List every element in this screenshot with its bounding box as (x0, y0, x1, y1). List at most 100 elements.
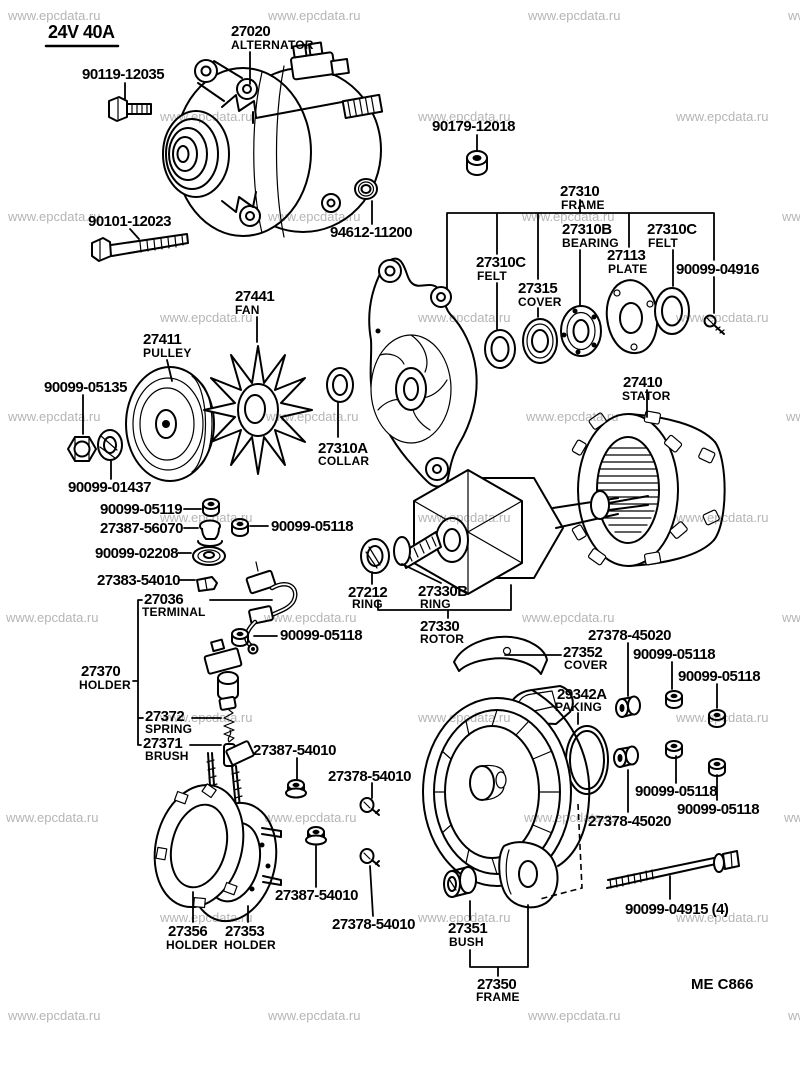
part-label-27410: 27410 (623, 374, 662, 391)
part-label-27383-54010: 27383-54010 (97, 572, 180, 589)
part-drawing-felt-right (654, 287, 690, 335)
part-label-90099-05119: 90099-05119 (100, 501, 182, 518)
part-drawing-nut-27387-lower (305, 826, 327, 846)
part-drawing-packing (565, 725, 609, 795)
part-label-27370: 27370 (81, 663, 120, 680)
part-drawing-bearing (560, 305, 602, 357)
watermark: www.epcdata.ru (675, 310, 769, 325)
part-label-90099-02208: 90099-02208 (95, 545, 178, 562)
watermark: www.epcdata.ru (783, 810, 800, 825)
part-label-90099-04915: 90099-04915 (4) (625, 901, 729, 918)
part-drawing-washer-02208 (192, 546, 226, 566)
part-drawing-clip-27383 (196, 576, 218, 592)
part-drawing-bush-27351 (443, 866, 477, 898)
part-label-27330: 27330 (420, 618, 459, 635)
watermark: www.epcdata.ru (417, 910, 511, 925)
watermark: www.epcdata.ru (785, 409, 800, 424)
watermark: www.epcdata.ru (267, 8, 361, 23)
part-drawing-bolt-90119 (108, 96, 152, 122)
spec-label: 24V 40A (48, 22, 115, 42)
part-label-27350: 27350 (477, 976, 516, 993)
part-name-terminal: TERMINAL (142, 605, 206, 619)
part-label-27310A: 27310A (318, 440, 368, 457)
part-label-27387-54010-upper: 27387-54010 (253, 742, 336, 759)
part-label-27310C-left: 27310C (476, 254, 526, 271)
watermark: www.epcdata.ru (5, 810, 99, 825)
part-name-rotor: ROTOR (420, 632, 464, 646)
watermark: www.epcdata.ru (675, 710, 769, 725)
part-drawing-front-frame (368, 257, 478, 488)
part-name-spring: SPRING (145, 722, 192, 736)
part-label-29342A: 29342A (557, 686, 607, 703)
watermark: www.epcdata.ru (527, 1008, 621, 1023)
watermark: www.epcdata.ru (159, 510, 253, 525)
part-drawing-nut-27387-upper (285, 779, 307, 799)
part-label-90101-12023: 90101-12023 (88, 213, 171, 230)
part-label-27310C-right: 27310C (647, 221, 697, 238)
part-label-27371: 27371 (143, 735, 182, 752)
part-name-brush: BRUSH (145, 749, 189, 763)
part-name-plate: PLATE (608, 262, 647, 276)
watermark: www.epcdata.ru (159, 910, 253, 925)
part-label-90099-05118-1: 90099-05118 (271, 518, 353, 535)
part-drawing-nut-05119 (202, 498, 220, 517)
part-name-frame-rear: FRAME (476, 990, 520, 1004)
part-label-90119-12035: 90119-12035 (82, 66, 164, 83)
part-name-holder-27353: HOLDER (224, 938, 276, 952)
part-drawing-holder-27370 (203, 638, 243, 711)
part-name-alternator: ALTERNATOR (231, 38, 314, 52)
part-label-27378-45020-bottom: 27378-45020 (588, 813, 671, 830)
part-name-holder-27356: HOLDER (166, 938, 218, 952)
watermark: www.epcdata.ru (417, 510, 511, 525)
part-drawing-nut-05118-a (231, 518, 249, 537)
part-label-90099-05118-2: 90099-05118 (280, 627, 362, 644)
part-drawing-bolt-04915 (606, 850, 740, 889)
watermark: www.epcdata.ru (417, 310, 511, 325)
part-drawing-grommet-56070 (197, 519, 223, 547)
part-name-cover-27315: COVER (518, 295, 562, 309)
part-label-27212: 27212 (348, 584, 387, 601)
part-label-27378-45020-top: 27378-45020 (588, 627, 671, 644)
part-drawing-nut-05118-e (665, 740, 683, 759)
watermark: www.epcdata.ru (417, 109, 511, 124)
watermark: www.epcdata.ru (267, 1008, 361, 1023)
part-name-collar: COLLAR (318, 454, 369, 468)
part-drawing-nut-05118-b (231, 628, 249, 647)
part-name-bearing: BEARING (562, 236, 619, 250)
part-label-27330B: 27330B (418, 583, 468, 600)
part-label-90099-05118-4: 90099-05118 (678, 668, 760, 685)
part-label-27441: 27441 (235, 288, 274, 305)
part-name-frame-front: FRAME (561, 198, 605, 212)
part-drawing-cover-27315 (522, 318, 558, 364)
part-label-27378-54010-upper: 27378-54010 (328, 768, 411, 785)
part-drawing-nut-05135 (67, 436, 97, 462)
labels: 24V 40A 27020 ALTERNATOR 90119-12035 901… (44, 22, 761, 1004)
watermark: www.epcdata.ru (675, 510, 769, 525)
watermark: www.epcdata.ru (263, 810, 357, 825)
part-drawing-bolt-90101 (91, 233, 189, 262)
watermark: www.epcdata.ru (527, 8, 621, 23)
drawings (67, 41, 740, 923)
part-drawing-nut-05118-c (665, 690, 683, 709)
part-drawing-nut-05118-f (708, 758, 726, 777)
watermark: www.epcdata.ru (265, 409, 359, 424)
part-name-paking: PAKING (555, 700, 602, 714)
part-drawing-screw-27378-upper (359, 797, 380, 816)
part-name-felt-right: FELT (648, 236, 678, 250)
watermark: www.epcdata.ru (5, 610, 99, 625)
watermark: www.epcdata.ru (159, 310, 253, 325)
part-label-90099-05118-6: 90099-05118 (677, 801, 759, 818)
part-name-cover-27352: COVER (564, 658, 608, 672)
part-label-27315: 27315 (518, 280, 557, 297)
part-label-27310: 27310 (560, 183, 599, 200)
part-name-ring-27212: RING (352, 597, 383, 611)
watermark: www.epcdata.ru (7, 409, 101, 424)
part-drawing-bush-45020-bottom (613, 745, 639, 768)
part-label-27020: 27020 (231, 23, 270, 40)
part-drawing-nut-90179 (466, 150, 488, 176)
watermark: www.epcdata.ru (7, 8, 101, 23)
part-label-90099-05118-3: 90099-05118 (633, 646, 715, 663)
part-label-94612-11200: 94612-11200 (330, 224, 412, 241)
part-name-fan: FAN (235, 303, 260, 317)
